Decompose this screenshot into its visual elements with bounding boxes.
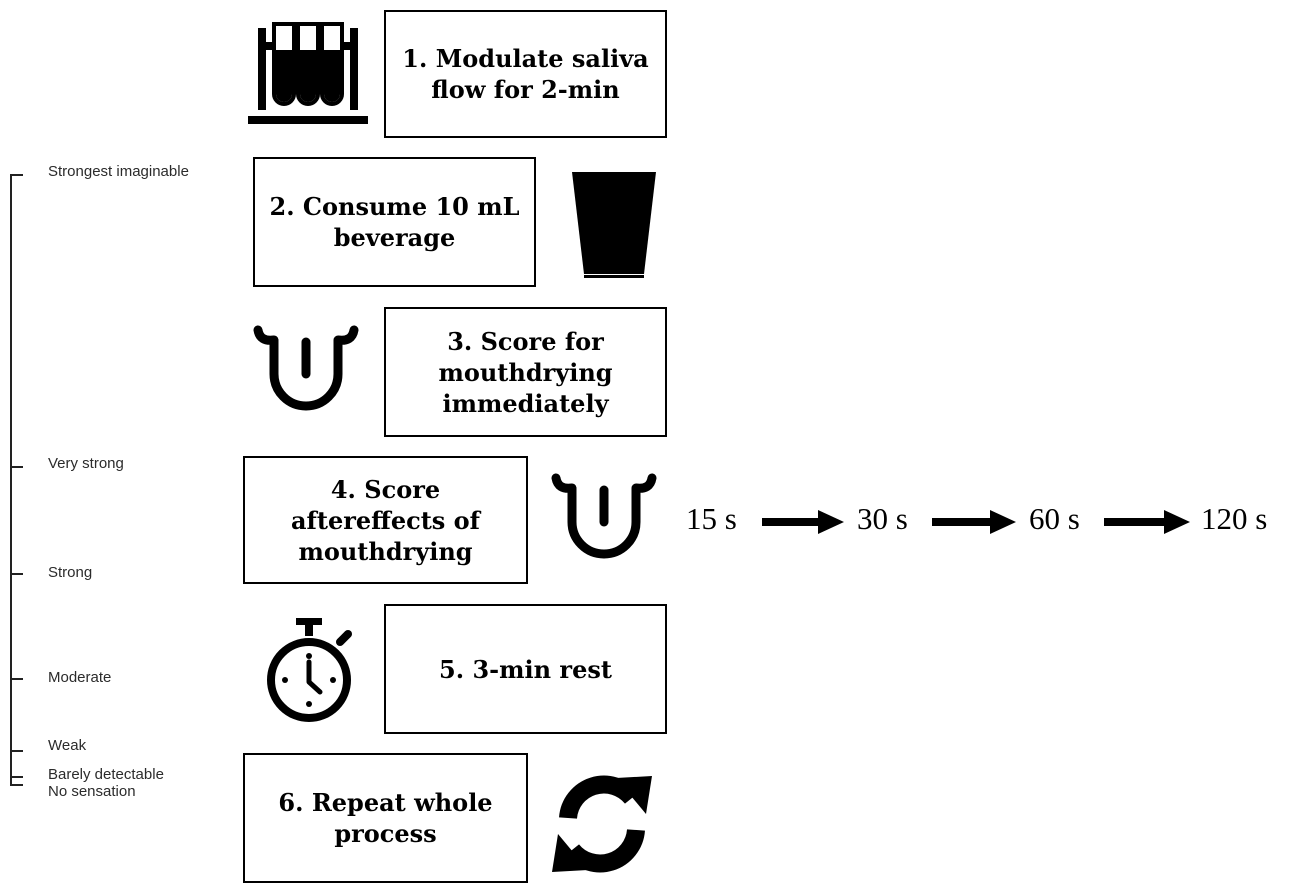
right-arrow-icon [1104, 510, 1190, 534]
step-2-text: 2. Consume 10 mL beverage [269, 192, 520, 252]
tongue-icon [551, 473, 657, 559]
scale-label-strong: Strong [48, 564, 93, 581]
time-60s: 60 s [1029, 501, 1080, 536]
tongue-icon [253, 325, 359, 411]
scale-tick-very-strong [10, 466, 23, 468]
step-6-text: 6. Repeat whole process [278, 788, 493, 848]
scale-axis [10, 174, 12, 785]
repeat-icon [552, 775, 652, 873]
cup-icon [572, 172, 656, 278]
scale-label-none: No sensation [48, 783, 136, 800]
step-2-box: 2. Consume 10 mL beverage [253, 157, 536, 287]
scale-tick-strongest [10, 174, 23, 176]
right-arrow-icon [932, 510, 1016, 534]
scale-label-strongest: Strongest imaginable [48, 163, 189, 180]
scale-tick-barely [10, 776, 23, 778]
test-tubes-icon [248, 22, 368, 124]
scale-label-weak: Weak [48, 737, 87, 754]
step-5-text: 5. 3-min rest [439, 654, 612, 684]
step-3-box: 3. Score for mouthdrying immediately [384, 307, 667, 437]
scale-label-very-strong: Very strong [48, 455, 124, 472]
stopwatch-icon [267, 618, 352, 722]
step-1-text: 1. Modulate saliva flow for 2-min [402, 44, 649, 104]
time-30s: 30 s [857, 501, 908, 536]
scale-tick-strong [10, 573, 23, 575]
step-6-box: 6. Repeat whole process [243, 753, 528, 883]
scale-tick-none [10, 784, 23, 786]
step-3-text: 3. Score for mouthdrying immediately [438, 326, 613, 418]
scale-label-barely: Barely detectable [48, 766, 164, 783]
scale-tick-weak [10, 750, 23, 752]
time-15s: 15 s [686, 501, 737, 536]
time-120s: 120 s [1201, 501, 1268, 536]
step-1-box: 1. Modulate saliva flow for 2-min [384, 10, 667, 138]
step-5-box: 5. 3-min rest [384, 604, 667, 734]
right-arrow-icon [762, 510, 844, 534]
scale-tick-moderate [10, 678, 23, 680]
scale-label-moderate: Moderate [48, 669, 112, 686]
step-4-box: 4. Score aftereffects of mouthdrying [243, 456, 528, 584]
step-4-text: 4. Score aftereffects of mouthdrying [290, 474, 480, 566]
